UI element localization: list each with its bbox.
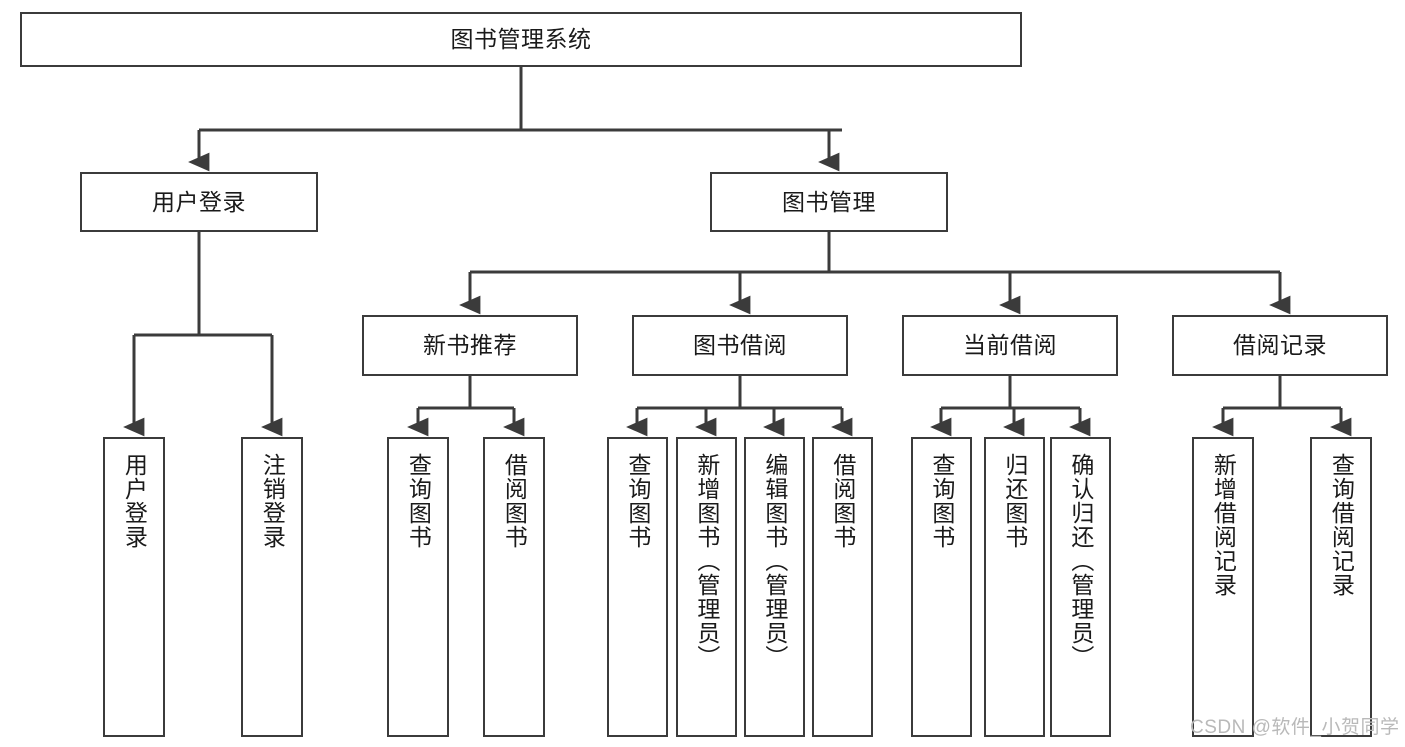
node-label: 新增图书（管理员） [693, 453, 720, 669]
node-label: 新增借阅记录 [1210, 453, 1237, 597]
node-label: 查询借阅记录 [1328, 453, 1355, 597]
node-label: 图书管理 [782, 188, 876, 215]
leaf-query-book-borrowing[interactable]: 查询图书 [607, 437, 668, 737]
node-current-borrowing[interactable]: 当前借阅 [902, 315, 1118, 376]
node-label: 查询图书 [405, 453, 432, 549]
leaf-query-borrowing-record[interactable]: 查询借阅记录 [1310, 437, 1372, 737]
leaf-query-book-recommendation[interactable]: 查询图书 [387, 437, 449, 737]
node-label: 注销登录 [259, 453, 286, 549]
node-label: 用户登录 [152, 188, 246, 215]
node-label: 借阅图书 [829, 453, 856, 549]
node-label: 借阅图书 [501, 453, 528, 549]
node-label: 图书管理系统 [450, 26, 592, 53]
node-label: 查询图书 [624, 453, 651, 549]
node-user-login[interactable]: 用户登录 [80, 172, 318, 232]
node-label: 查询图书 [928, 453, 955, 549]
node-label: 确认归还（管理员） [1067, 453, 1094, 669]
node-label: 图书借阅 [693, 332, 787, 359]
csdn-watermark: CSDN @软件_小贺同学 [1190, 717, 1400, 738]
leaf-user-login[interactable]: 用户登录 [103, 437, 165, 737]
leaf-add-borrowing-record[interactable]: 新增借阅记录 [1192, 437, 1254, 737]
leaf-query-book-current[interactable]: 查询图书 [911, 437, 972, 737]
leaf-borrow-book-recommendation[interactable]: 借阅图书 [483, 437, 545, 737]
node-book-borrowing[interactable]: 图书借阅 [632, 315, 848, 376]
node-label: 新书推荐 [423, 332, 517, 359]
node-borrowing-records[interactable]: 借阅记录 [1172, 315, 1388, 376]
node-label: 归还图书 [1001, 453, 1028, 549]
leaf-logout[interactable]: 注销登录 [241, 437, 303, 737]
node-new-book-recommendation[interactable]: 新书推荐 [362, 315, 578, 376]
node-label: 用户登录 [121, 453, 148, 549]
leaf-return-book[interactable]: 归还图书 [984, 437, 1045, 737]
leaf-add-book-admin[interactable]: 新增图书（管理员） [676, 437, 737, 737]
node-book-management[interactable]: 图书管理 [710, 172, 948, 232]
node-label: 编辑图书（管理员） [761, 453, 788, 669]
node-book-management-system[interactable]: 图书管理系统 [20, 12, 1022, 67]
node-label: 当前借阅 [963, 332, 1057, 359]
leaf-borrow-book[interactable]: 借阅图书 [812, 437, 873, 737]
leaf-edit-book-admin[interactable]: 编辑图书（管理员） [744, 437, 805, 737]
leaf-confirm-return-admin[interactable]: 确认归还（管理员） [1050, 437, 1111, 737]
node-label: 借阅记录 [1233, 332, 1327, 359]
